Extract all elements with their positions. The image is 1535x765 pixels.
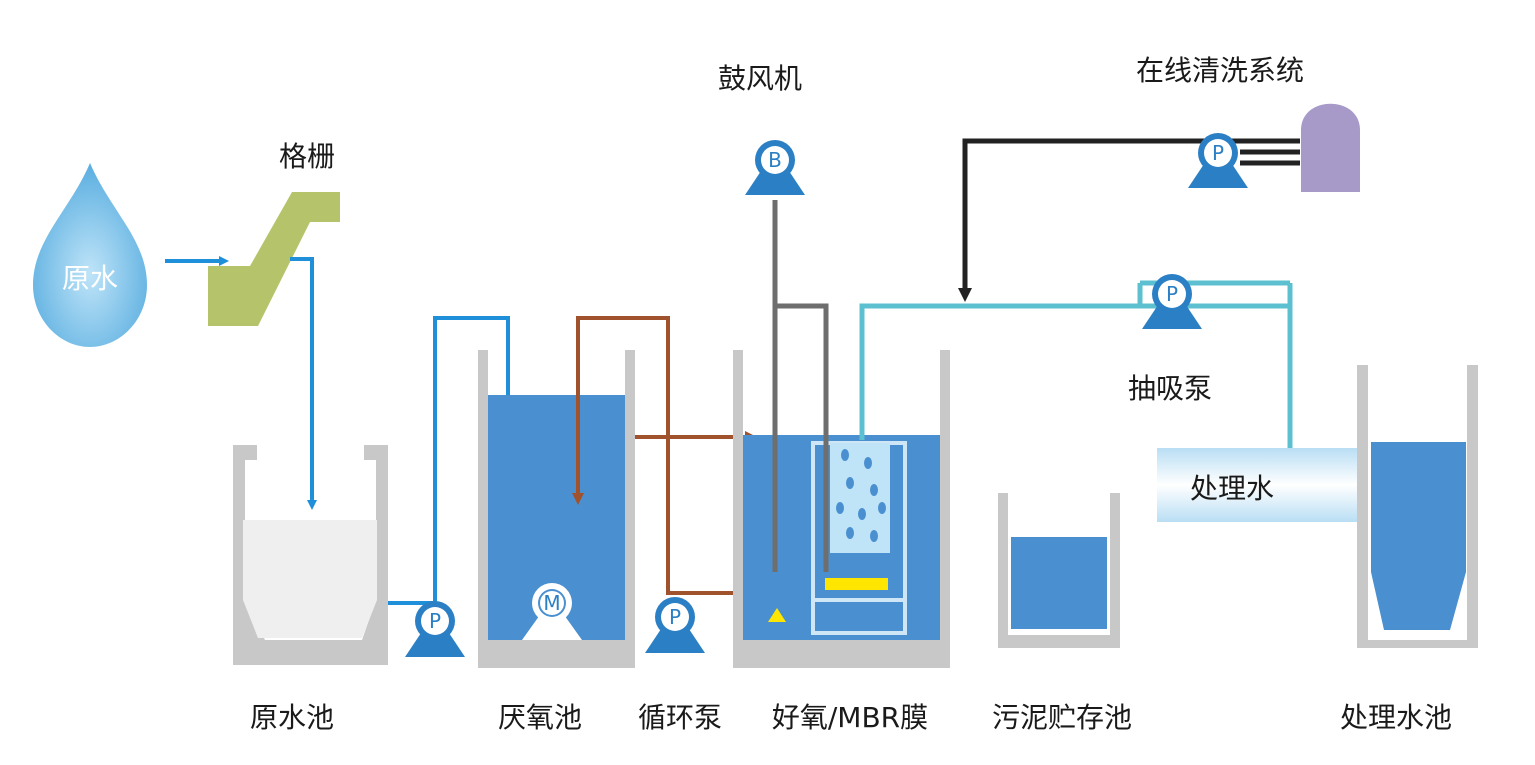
grid-label: 格栅 <box>279 140 335 173</box>
treated-water-band-label: 处理水 <box>1190 472 1274 505</box>
mbr-membrane-module <box>811 441 907 635</box>
anoxic-tank-label: 厌氧池 <box>498 701 582 734</box>
cleaning-chemical-tank <box>1301 103 1360 192</box>
treated-water-tank-label: 处理水池 <box>1340 701 1452 734</box>
raw-water-drop-label: 原水 <box>62 262 118 295</box>
online-cleaning-label: 在线清洗系统 <box>1136 54 1304 87</box>
suction-pump-letter: P <box>1166 282 1178 306</box>
mixer-letter: M <box>543 591 560 615</box>
cleaning-pipe <box>958 138 1300 302</box>
blower-letter: B <box>768 148 782 172</box>
mixer-icon: M <box>522 583 582 640</box>
circulation-pipe <box>666 437 757 599</box>
grid-to-raw-tank-pipe <box>290 257 317 510</box>
blower-label: 鼓风机 <box>718 62 802 95</box>
circulation-pump-label: 循环泵 <box>638 701 722 734</box>
circulation-pump-letter: P <box>669 605 681 629</box>
recycle-return-pipe <box>572 316 670 505</box>
blower-icon: B <box>745 140 805 195</box>
circulation-pump-icon: P <box>645 597 705 653</box>
sludge-tank-label: 污泥贮存池 <box>992 701 1132 734</box>
treated-water-tank <box>1357 365 1478 648</box>
grid-screen <box>208 192 340 326</box>
raw-to-anoxic-pipe <box>388 316 513 605</box>
diffuser-triangle-icon <box>768 608 786 622</box>
permeate-pipe <box>859 283 1293 448</box>
blower-branch-pipe <box>775 303 829 572</box>
raw-water-tank-label: 原水池 <box>250 701 334 734</box>
cleaning-pump-letter: P <box>1212 141 1224 165</box>
raw-water-tank <box>233 445 388 665</box>
cleaning-pump-icon: P <box>1188 133 1248 188</box>
diffuser-bar <box>825 578 888 590</box>
raw-water-drop: 原水 <box>33 163 147 347</box>
feed-pump-icon: P <box>405 601 465 657</box>
aerobic-mbr-label: 好氧/MBR膜 <box>772 701 928 734</box>
feed-pump-letter: P <box>429 609 441 633</box>
suction-pump-icon: P <box>1142 274 1202 329</box>
suction-pump-label: 抽吸泵 <box>1128 372 1212 405</box>
sludge-storage-tank <box>998 493 1120 648</box>
treated-water-band <box>1157 448 1357 522</box>
